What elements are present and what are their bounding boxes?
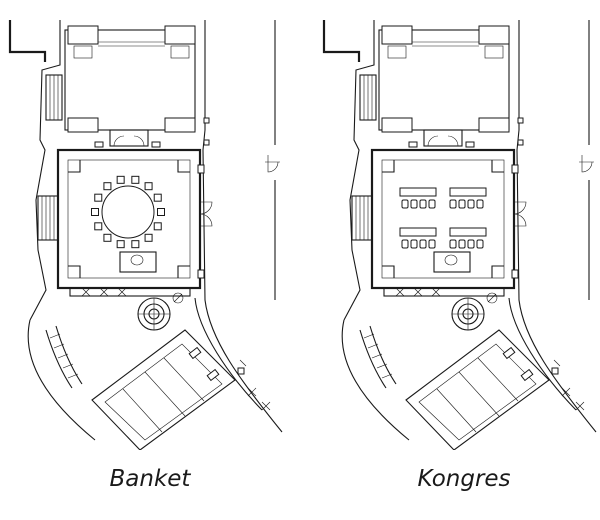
chair <box>449 239 457 249</box>
chair <box>467 239 475 249</box>
caption-kongres: Kongres <box>417 466 511 492</box>
chair <box>428 199 436 209</box>
floor-plan-banket-drawing <box>8 18 284 450</box>
round-banquet-table <box>91 175 165 249</box>
floor-plan-kongres-drawing <box>322 18 598 450</box>
chair <box>103 182 112 191</box>
chair <box>458 239 466 249</box>
chair <box>153 222 162 231</box>
chair <box>144 233 153 242</box>
chair <box>476 239 484 249</box>
chair <box>467 199 475 209</box>
floor-plan-kongres <box>314 0 600 450</box>
chair <box>410 239 418 249</box>
congress-table-groups <box>399 187 487 249</box>
chair <box>458 199 466 209</box>
chair <box>116 175 125 184</box>
floor-plan-banket <box>0 0 300 450</box>
chair <box>144 182 153 191</box>
chair <box>131 240 140 249</box>
chair <box>91 208 99 216</box>
chair <box>131 175 140 184</box>
chair <box>103 233 112 242</box>
chair <box>476 199 484 209</box>
chair <box>428 239 436 249</box>
chair <box>153 193 162 202</box>
chair <box>116 240 125 249</box>
chair <box>419 239 427 249</box>
caption-banket: Banket <box>109 466 191 492</box>
chair <box>401 199 409 209</box>
chair <box>401 239 409 249</box>
chair <box>157 208 165 216</box>
chair <box>410 199 418 209</box>
chair <box>449 199 457 209</box>
chair <box>94 222 103 231</box>
chair <box>94 193 103 202</box>
chair <box>419 199 427 209</box>
